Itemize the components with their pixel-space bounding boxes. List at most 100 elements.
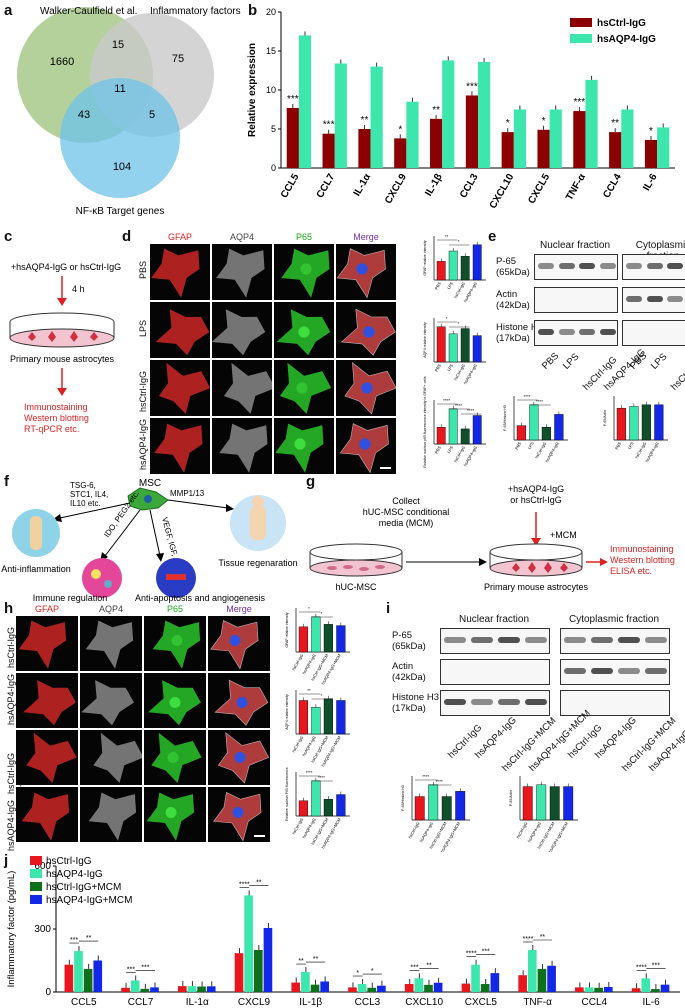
b-bar [609,132,622,168]
mini-bar [549,786,560,821]
j-bar [253,950,263,992]
j-sig-label: *** [482,949,490,956]
blot-band [471,699,493,705]
mini-bar [563,786,574,821]
j-y-tick-label: 300 [34,924,51,935]
cell-body [155,309,210,356]
mini-bar [298,800,308,817]
cell-outline [336,248,386,299]
mini-x-label: LPS [527,441,535,450]
b-x-tick-label: CCL5 [279,172,302,200]
nucleus-signal [300,263,312,275]
nuclear-fraction-label: Nuclear fraction [539,240,611,251]
b-bar [573,111,586,168]
nucleus-dapi [356,263,368,275]
b-x-tick-label: CCL3 [458,172,481,200]
j-x-tick-label: IL-1β [299,997,322,1008]
j-bar [121,987,130,992]
f-out3: Immune regulation [33,593,108,603]
b-x-tick-label: TNF-α [564,171,588,202]
blot-band [599,329,616,335]
j-y-tick-label: 600 [34,861,51,872]
mini-bar [641,404,651,441]
nucleus-signal [296,382,308,394]
j-bar [377,985,386,992]
cell-body [23,680,76,726]
mini-x-label: hsCtrl-IgG [291,653,304,671]
j-bar [461,983,471,992]
b-sig-label: * [542,116,546,127]
channel-header: AQP4 [229,232,254,242]
mini-bar [541,427,551,441]
j-x-tick-label: CCL5 [71,997,97,1008]
b-legend-swatch [570,34,592,43]
row-label: hsAQP4-IgG [6,673,16,725]
b-sig-label: *** [287,94,299,105]
j-legend-swatch [30,882,42,891]
blot-band [626,296,643,302]
blot-band [538,263,555,269]
b-y-tick-label: 0 [271,163,276,173]
nucleus-dapi [229,635,241,646]
j-legend-label: hsAQP4-IgG+MCM [46,895,132,906]
j-sig-label: ** [426,962,432,969]
mini-y-label: Relative nucleus P65 fluorescence [285,767,289,821]
j-sig-label: **** [239,881,250,888]
mini-sig-label: * [458,239,460,244]
c-treatment: +hsAQP4-IgG or hsCtrl-IgG [11,262,121,272]
blot-band [525,699,547,705]
j-sig-label: * [371,968,374,975]
venn-s23: 5 [149,109,155,121]
mini-x-label: hsCtrl-IgG [534,441,547,459]
mini-bar [529,404,539,441]
cell-outline [214,679,269,726]
venn-s12: 15 [112,39,124,51]
mini-x-label: hsCtrl-IgG [634,441,647,459]
b-sig-label: *** [466,81,478,92]
j-sig-label: ** [540,934,546,941]
mini-sig-label: * [446,316,448,321]
micrograph-cell [16,730,78,785]
mini-bar [336,700,346,735]
blot-band [645,668,667,674]
mini-sig-label: * [321,693,323,698]
mini-x-label: LPS [446,363,454,372]
mini-sig-label: * [321,611,323,616]
micrograph-cell [274,360,334,416]
j-bar [527,950,537,992]
cell-body [158,362,210,414]
j-bar [187,986,197,992]
micrograph-cell [208,673,270,728]
j-bar [263,927,273,992]
b-y-tick-label: 10 [266,85,276,95]
b-sig-label: * [649,126,653,137]
b-x-tick-label: CCL7 [315,172,338,200]
j-bar [584,987,594,992]
b-bar [585,79,598,168]
cytoplasmic-fraction-label: Cytoplasmic fraction [568,614,660,625]
j-x-tick-label: TNF-α [523,997,552,1008]
blot-band [646,296,663,302]
cell-outline [217,732,270,784]
nucleus-signal [165,807,177,818]
b-sig-label: * [398,124,402,135]
b-sig-label: ** [361,115,369,126]
j-sig-label: *** [70,937,78,944]
j-x-tick-label: IL-1α [186,997,209,1008]
micrograph-cell [144,616,206,671]
mini-x-label: hsCtrl-IgG [407,821,420,839]
micrograph-cell [336,360,396,416]
j-sig-label: *** [410,964,418,971]
msc-cell [127,487,169,511]
f-out1: Anti-inflammation [1,564,71,574]
j-bar [291,982,301,992]
mini-x-label: hsCtrl-IgG [291,735,304,753]
micrograph-cell [336,302,396,358]
nucleus-signal [169,697,181,708]
micrograph-cell [274,244,334,300]
blot-band [618,637,640,643]
b-legend-label: hsCtrl-IgG [597,18,646,29]
